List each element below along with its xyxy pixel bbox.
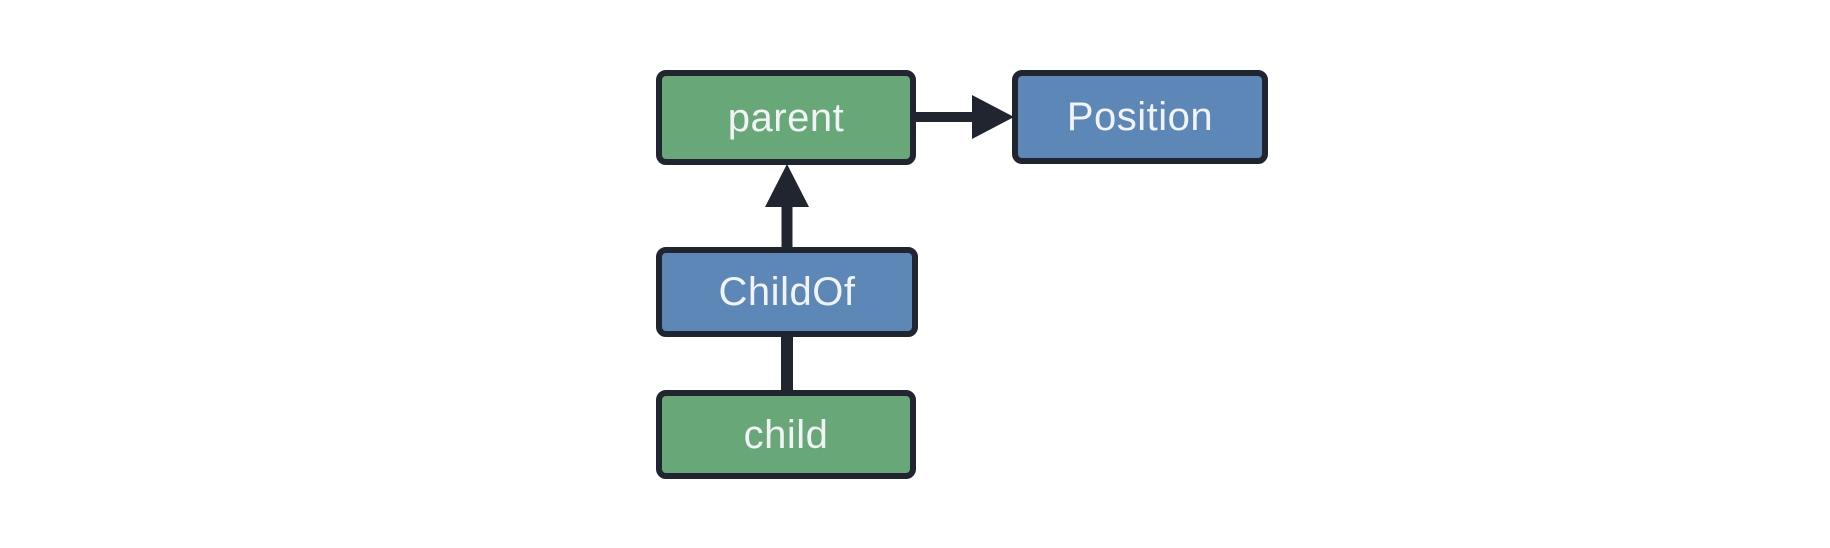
node-position-label: Position bbox=[1066, 95, 1214, 139]
edge-childof-to-parent bbox=[765, 164, 809, 249]
node-parent-label: parent bbox=[727, 95, 845, 140]
node-child-label: child bbox=[743, 412, 829, 457]
arrowhead-up-icon bbox=[765, 164, 809, 207]
arrowhead-right-icon bbox=[972, 95, 1014, 139]
node-childof: ChildOf bbox=[656, 247, 918, 337]
node-child: child bbox=[656, 390, 916, 479]
node-parent: parent bbox=[656, 70, 916, 165]
node-position: Position bbox=[1012, 70, 1268, 164]
edge-parent-to-position bbox=[916, 95, 1014, 139]
node-childof-label: ChildOf bbox=[718, 270, 856, 314]
